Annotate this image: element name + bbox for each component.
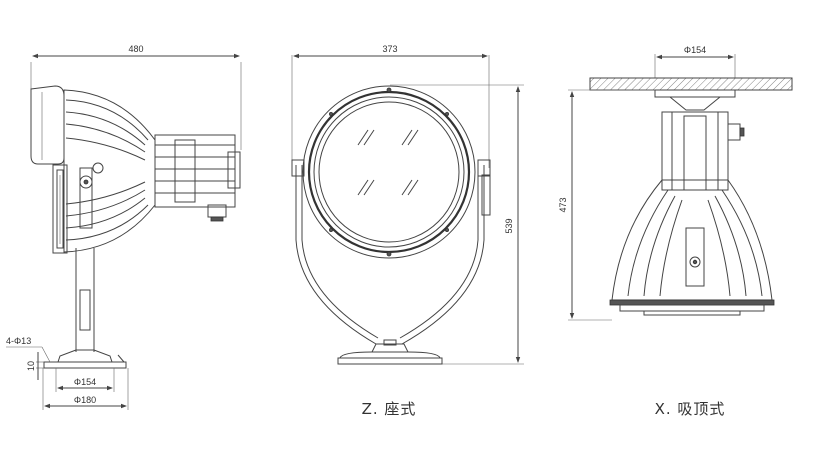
yoke-bracket bbox=[291, 159, 491, 345]
front-caption: Z. 座式 bbox=[362, 400, 417, 418]
rear-housing bbox=[30, 85, 65, 165]
base-thickness-label: 10 bbox=[26, 361, 36, 371]
front-view: 373 539 bbox=[291, 44, 524, 418]
glass-reflection bbox=[357, 129, 419, 196]
mounting-flange bbox=[654, 89, 736, 111]
bell-reflector bbox=[611, 179, 773, 301]
neck-housing bbox=[154, 134, 241, 208]
bolt-circle-label: Φ154 bbox=[74, 377, 96, 387]
front-height-dimension: 539 bbox=[390, 84, 524, 365]
front-height-label: 539 bbox=[504, 218, 514, 233]
side-width-label: 480 bbox=[128, 44, 143, 54]
bottom-rim bbox=[609, 299, 775, 316]
base-dimensions: 4-Φ13 10 Φ154 Φ180 bbox=[6, 336, 129, 410]
ceiling-plate bbox=[589, 77, 793, 91]
reflector-body bbox=[63, 89, 156, 253]
upper-body bbox=[661, 111, 745, 191]
side-width-dimension: 480 bbox=[30, 44, 242, 150]
front-width-label: 373 bbox=[382, 44, 397, 54]
flange-dimension: Φ154 bbox=[654, 45, 736, 78]
base-diameter-label: Φ180 bbox=[74, 395, 96, 405]
holes-label: 4-Φ13 bbox=[6, 336, 31, 346]
flange-label: Φ154 bbox=[684, 45, 706, 55]
lamp-ring bbox=[302, 85, 476, 259]
side-view: 480 bbox=[6, 44, 242, 410]
base-plate bbox=[43, 349, 127, 369]
support-pole bbox=[75, 248, 95, 352]
front-base bbox=[337, 339, 443, 365]
ceiling-height-dimension: 473 bbox=[558, 89, 655, 321]
ceiling-caption: X. 吸顶式 bbox=[655, 400, 726, 418]
ceiling-view: Φ154 473 bbox=[558, 45, 793, 418]
front-bezel bbox=[52, 164, 68, 254]
ceiling-height-label: 473 bbox=[558, 197, 568, 212]
front-width-dimension: 373 bbox=[291, 44, 490, 168]
bracket-pivot bbox=[79, 162, 104, 229]
